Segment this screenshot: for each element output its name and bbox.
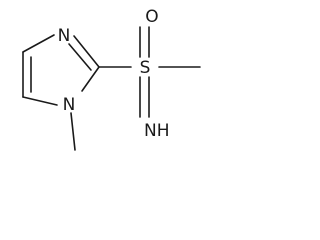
atom-n-ring-methyl: N bbox=[63, 95, 76, 115]
bond-n3-c2 bbox=[73, 35, 100, 68]
chemical-structure-diagram: N N S O NH bbox=[22, 7, 201, 151]
bond-n1-c5 bbox=[22, 96, 58, 106]
substituent-bonds bbox=[70, 26, 201, 151]
bond-c2-n1 bbox=[81, 66, 100, 92]
atom-s-center: S bbox=[140, 58, 151, 78]
bond-n3-c2-double bbox=[68, 43, 92, 71]
bond-c4-n3 bbox=[22, 34, 55, 53]
atom-o-top: O bbox=[145, 7, 158, 27]
bond-n1-methyl bbox=[70, 112, 76, 151]
imidazole-ring bbox=[22, 34, 100, 106]
atom-labels: N N S O NH bbox=[58, 7, 170, 141]
atom-nh-imino: NH bbox=[144, 121, 170, 141]
atom-n-ring-top: N bbox=[58, 26, 71, 46]
